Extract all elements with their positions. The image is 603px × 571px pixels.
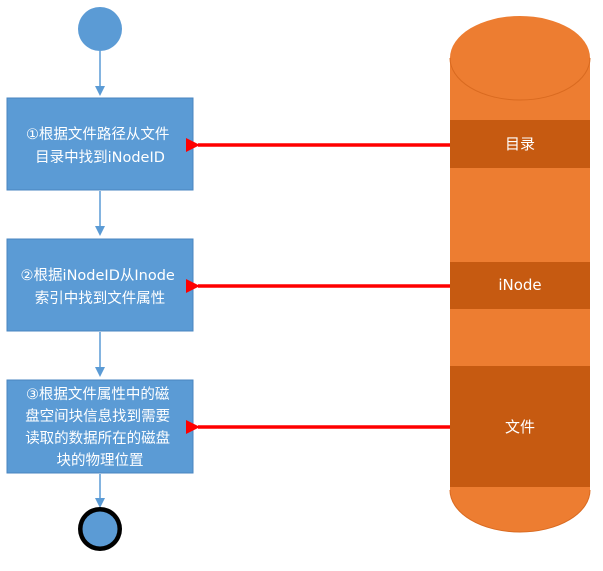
segment-directory-label: 目录 [505,135,535,153]
step-3-box [6,379,194,474]
step-3-line-2: 盘空间块信息找到需要 [25,407,170,425]
step-1: ①根据文件路径从文件 目录中找到iNodeID [6,97,194,191]
segment-inode [450,262,590,309]
step-2-line-2: 索引中找到文件属性 [35,290,166,307]
step-2-box [6,238,194,332]
step-3-line-3: 读取的数据所在的磁盘 [25,429,170,447]
svg-text:①根据文件路径从文件 目录中找到iNodeID: ①根据文件路径从文件 目录中找到iNodeID [26,126,174,166]
start-node [78,7,122,51]
step-3: ③根据文件属性中的磁 盘空间块信息找到需要 读取的数据所在的磁盘 块的物理位置 [6,379,194,474]
segment-file [450,366,590,487]
step-1-line-1: ①根据文件路径从文件 [26,126,170,143]
step-2: ②根据iNodeID从Inode 索引中找到文件属性 [6,238,194,332]
cylinder-bottom-rim [449,489,591,533]
step-1-box [6,97,194,191]
segment-file-label: 文件 [505,418,535,436]
step-3-line-4: 块的物理位置 [57,452,144,469]
svg-text:②根据iNodeID从Inode 索引中找到文件: ②根据iNodeID从Inode 索引中找到文件属性 [21,267,180,307]
step-3-line-1: ③根据文件属性中的磁 [26,386,170,403]
segment-directory [450,120,590,168]
svg-text:③根据文件属性中的磁 盘空间块信息找到需要: ③根据文件属性中的磁 盘空间块信息找到需要 读取的数据所在的磁盘 块的物理位置 [25,386,175,469]
segment-inode-label: iNode [498,276,541,294]
end-node [82,511,118,547]
step-1-line-2: 目录中找到iNodeID [35,149,165,166]
storage-cylinder: 目录 iNode 文件 [449,16,591,533]
cylinder-top-rim [449,57,591,101]
cylinder-top [450,16,590,100]
step-2-line-1: ②根据iNodeID从Inode [21,267,175,284]
